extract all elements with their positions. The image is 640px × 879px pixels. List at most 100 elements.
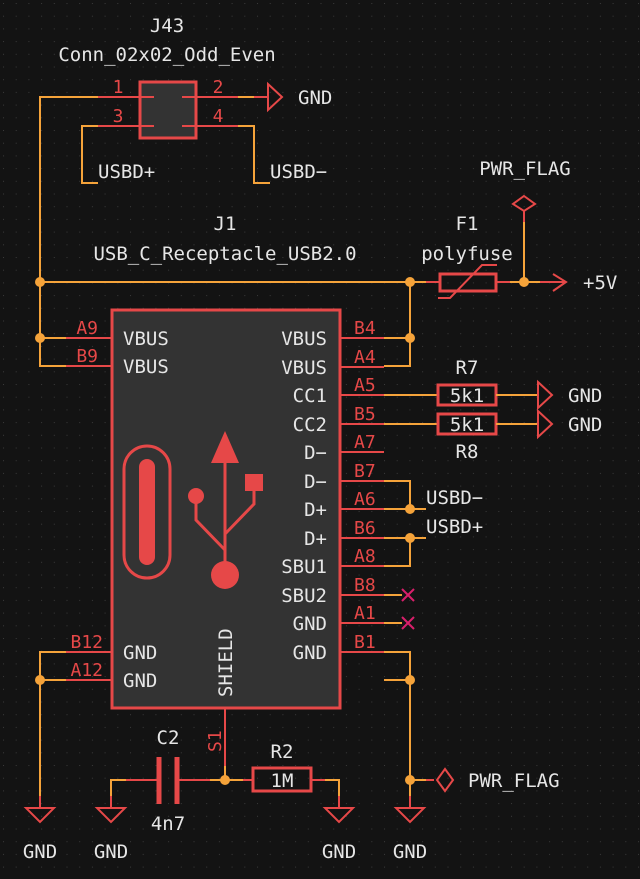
gnd-arrow-icon	[23, 807, 57, 824]
r8-ref: R8	[456, 441, 479, 463]
resistor-r2[interactable]: R2 1M	[243, 741, 340, 796]
j1-pin-num: A9	[76, 318, 98, 339]
gnd-label: GND	[568, 385, 602, 407]
wire-gnd-right[interactable]	[384, 651, 411, 796]
j1-pin-name: SBU1	[281, 556, 327, 578]
j1-pin-name: SBU2	[281, 585, 327, 607]
gnd-label: GND	[23, 841, 57, 863]
gnd-arrow-icon	[393, 807, 427, 824]
j1-pin-num: B1	[354, 632, 376, 653]
r7-value: 5k1	[450, 385, 484, 407]
j1-pin-name: VBUS	[281, 357, 327, 379]
gnd-arrow-icon	[537, 379, 554, 411]
gnd-symbol-c2[interactable]: GND	[94, 796, 128, 863]
net-label-usbd-plus-top: USBD+	[98, 161, 155, 183]
j43-pin-4-num: 4	[213, 106, 224, 127]
junction	[405, 675, 415, 685]
gnd-symbol-r8[interactable]: GND	[537, 408, 602, 440]
no-connect-sbu1[interactable]	[384, 588, 415, 602]
j1-pin-name: GND	[293, 613, 327, 635]
junction	[405, 333, 415, 343]
j1-pin-num: A8	[354, 546, 376, 567]
junction	[35, 675, 45, 685]
f1-value: polyfuse	[421, 243, 513, 265]
usbc-tongue-icon	[139, 459, 155, 565]
capacitor-c2[interactable]: C2 4n7	[110, 727, 210, 835]
ptc-slash-icon	[438, 264, 497, 299]
wire-vbus-left[interactable]	[39, 96, 98, 367]
gnd-symbol-b1[interactable]: GND	[393, 796, 427, 863]
net-label-usbd-minus-top: USBD−	[270, 161, 327, 183]
j43-ref: J43	[150, 15, 184, 37]
gnd-label: GND	[298, 87, 332, 109]
j1-pin-num: B6	[354, 518, 376, 539]
no-connect-sbu2[interactable]	[384, 616, 415, 630]
j43-value: Conn_02x02_Odd_Even	[58, 44, 275, 66]
net-label-usbd-plus: USBD+	[426, 516, 483, 538]
connector-j43[interactable]: J43 Conn_02x02_Odd_Even 1 2 3 4	[58, 15, 276, 140]
j1-pin-name: VBUS	[123, 356, 169, 378]
j43-pin-2-num: 2	[213, 77, 224, 98]
pwr-flag-bottom[interactable]: PWR_FLAG	[410, 767, 560, 793]
r2-value: 1M	[271, 770, 294, 792]
junction	[35, 277, 45, 287]
net-label-usbd-minus: USBD−	[426, 487, 483, 509]
gnd-symbol-b12[interactable]: GND	[23, 796, 57, 863]
j43-body	[138, 80, 198, 140]
j1-value: USB_C_Receptacle_USB2.0	[93, 243, 356, 265]
power-5v-label: +5V	[583, 272, 617, 294]
j1-pin-num: B9	[76, 346, 98, 367]
gnd-symbol-r2[interactable]: GND	[322, 796, 356, 863]
wire-j43-pin3[interactable]	[81, 125, 98, 184]
j1-pin-num: B12	[70, 632, 103, 653]
usb-logo-icon	[188, 431, 263, 589]
j1-pin-num: A7	[354, 432, 376, 453]
j1-pin-num: A4	[354, 347, 376, 368]
wire-d-plus[interactable]	[384, 537, 411, 567]
junction	[35, 333, 45, 343]
junction	[405, 504, 415, 514]
pwr-flag-diamond-icon	[435, 767, 455, 793]
j1-pin-num: B5	[354, 404, 376, 425]
j1-pin-num: B8	[354, 575, 376, 596]
j1-pin-num: A12	[70, 660, 103, 681]
gnd-arrow-icon	[94, 807, 128, 824]
wire-gnd-left[interactable]	[39, 651, 66, 796]
power-5v[interactable]: +5V	[540, 272, 617, 294]
j1-shield-name: SHIELD	[215, 628, 237, 697]
pwr-flag-top[interactable]: PWR_FLAG	[479, 158, 571, 282]
gnd-label: GND	[568, 414, 602, 436]
junction	[220, 775, 230, 785]
j1-pin-name: CC1	[293, 385, 327, 407]
r2-ref: R2	[271, 741, 294, 763]
r8-value: 5k1	[450, 414, 484, 436]
power-arrow-icon	[552, 273, 568, 292]
connector-j1[interactable]: J1 USB_C_Receptacle_USB2.0 A9 B9 B12 A12…	[66, 213, 384, 766]
gnd-arrow-icon	[537, 408, 554, 440]
gnd-arrow-icon	[267, 81, 284, 113]
junction	[405, 277, 415, 287]
j1-pin-name: GND	[123, 642, 157, 664]
resistor-r8[interactable]: 5k1 R8	[384, 412, 538, 463]
pwr-flag-label: PWR_FLAG	[468, 770, 560, 792]
j1-shield-num: S1	[205, 730, 226, 752]
gnd-symbol-j43[interactable]: GND	[238, 81, 332, 113]
wire-j43-pin4[interactable]	[238, 125, 270, 184]
gnd-label: GND	[94, 841, 128, 863]
junction	[405, 533, 415, 543]
j1-pin-name: D+	[304, 528, 327, 550]
r7-ref: R7	[456, 357, 479, 379]
j1-pin-name: D−	[304, 471, 327, 493]
fuse-f1[interactable]: F1 polyfuse	[421, 213, 513, 299]
j1-pin-num: A6	[354, 489, 376, 510]
wire-d-minus[interactable]	[384, 480, 411, 510]
j1-pin-name: D+	[304, 499, 327, 521]
c2-ref: C2	[157, 727, 180, 749]
j43-pin-3-num: 3	[113, 106, 124, 127]
resistor-r7[interactable]: R7 5k1	[384, 357, 538, 407]
gnd-symbol-r7[interactable]: GND	[537, 379, 602, 411]
wire-vbus-right[interactable]	[384, 282, 411, 367]
j43-pin-1-num: 1	[113, 77, 124, 98]
j1-pin-name: GND	[123, 670, 157, 692]
